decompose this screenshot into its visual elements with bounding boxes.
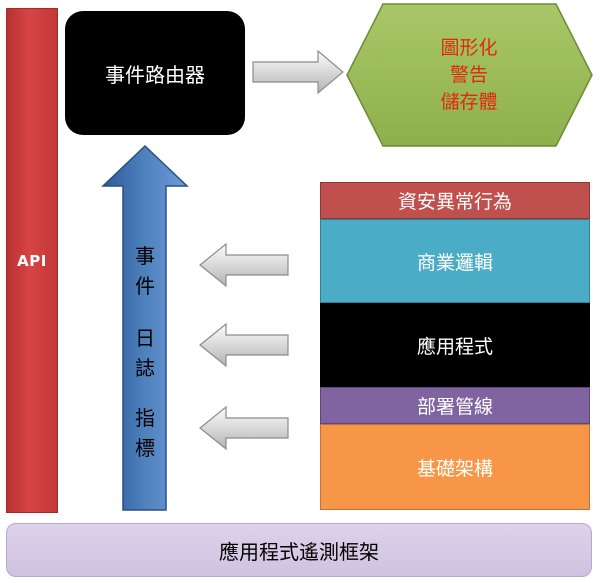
arrow-char: 件 — [135, 274, 155, 298]
application-to-arrow — [199, 322, 289, 368]
arrow-text-metrics: 指 標 — [110, 402, 180, 464]
layer-infrastructure-label: 基礎架構 — [416, 457, 493, 480]
storage-line-1: 圖形化 — [440, 36, 498, 59]
event-router-box: 事件路由器 — [65, 11, 245, 135]
storage-label: 圖形化 警告 儲存體 — [346, 3, 592, 147]
storage-line-2: 警告 — [449, 63, 488, 86]
arrow-char: 日 — [135, 326, 155, 350]
layer-infrastructure: 基礎架構 — [320, 424, 590, 510]
business-to-arrow — [199, 242, 289, 288]
arrow-char: 指 — [135, 406, 155, 430]
api-label: API — [17, 251, 47, 270]
telemetry-framework-bar: 應用程式遙測框架 — [6, 523, 592, 577]
infrastructure-to-arrow — [199, 405, 289, 451]
layer-business-label: 商業邏輯 — [416, 251, 493, 274]
telemetry-up-arrow — [101, 144, 189, 511]
arrow-char: 標 — [135, 436, 155, 460]
arrow-char: 事 — [135, 244, 155, 268]
arrow-text-logs: 日 誌 — [110, 322, 180, 384]
layer-deployment-pipeline: 部署管線 — [320, 387, 590, 424]
event-router-label: 事件路由器 — [105, 62, 205, 87]
router-to-storage-arrow — [252, 49, 344, 95]
layer-security-label: 資安異常行為 — [397, 191, 512, 213]
layer-business-logic: 商業邏輯 — [320, 219, 590, 303]
arrow-char: 誌 — [135, 356, 155, 380]
arrow-text-events: 事 件 — [110, 240, 180, 302]
telemetry-framework-label: 應用程式遙測框架 — [219, 539, 379, 564]
layer-security-anomaly: 資安異常行為 — [320, 182, 590, 219]
layer-deployment-label: 部署管線 — [416, 396, 493, 418]
layer-application: 應用程式 — [320, 303, 590, 387]
storage-line-3: 儲存體 — [440, 90, 498, 113]
storage-hexagon — [346, 3, 593, 147]
api-bar: API — [6, 8, 58, 513]
layer-application-label: 應用程式 — [416, 335, 493, 358]
